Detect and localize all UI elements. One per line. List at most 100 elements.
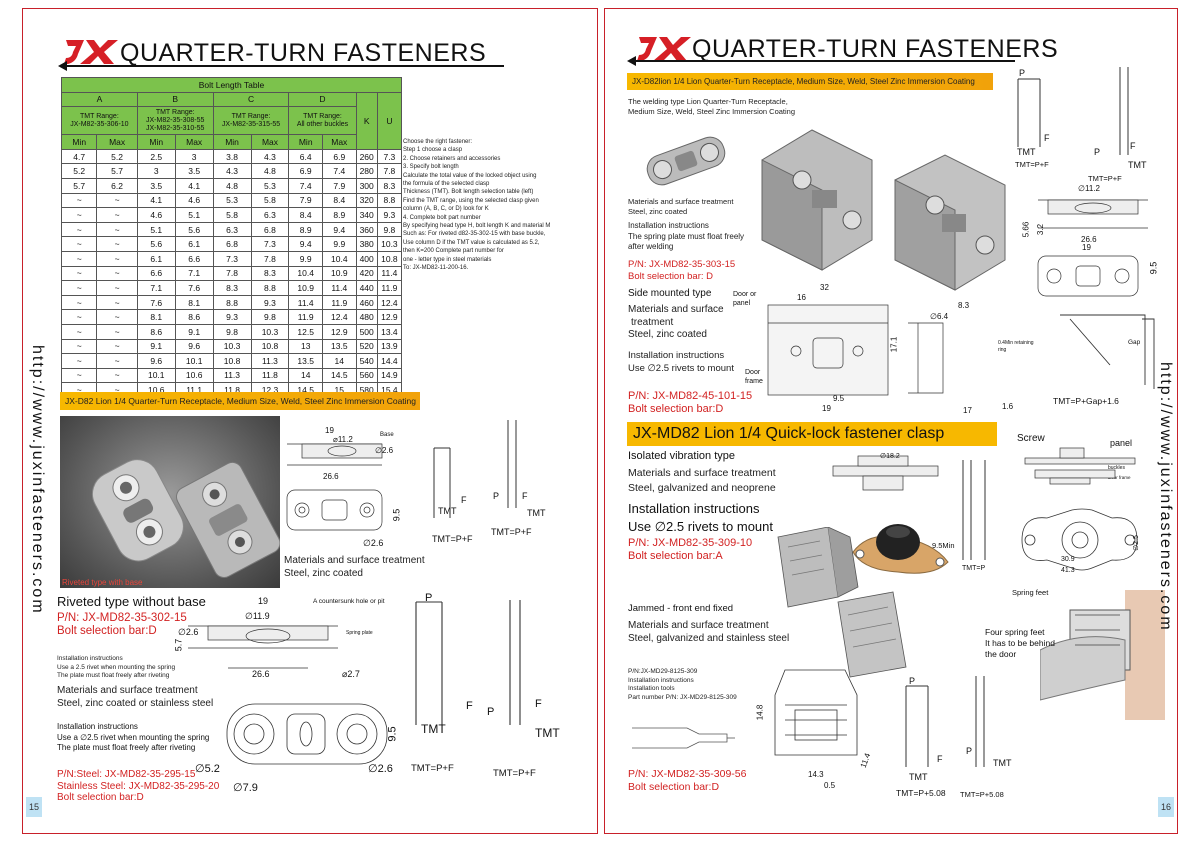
install-r4-tools: Installation tools [628,685,675,692]
tmt-p-formula: TMT=P [962,565,986,572]
table-cell: 360 [355,221,378,238]
drawing-side-profile [1060,314,1155,389]
f-label-3: F [466,700,473,712]
install-r3: Installation instructions Use ∅2.5 rivet… [628,500,773,536]
dim-r-5-66: 5.66 [1021,221,1031,238]
weld-desc-2: Medium Size, Weld, Steel Zinc Immersion … [628,107,796,116]
instruction-line: the formula of the selected clasp [403,181,490,188]
tmt-label-1: TMT [438,506,457,516]
minmax-header: Max [174,134,214,150]
dim-r-6-4: ∅6.4 [930,312,949,321]
website-url[interactable]: http://www.juxinfasteners.com [29,345,46,615]
pn-2-bar: Bolt selection bar:D [57,792,144,803]
table-cell: 5.6 [174,221,214,238]
tmt-formula-r3: TMT=P+5.08 [896,788,946,798]
spring-plate-label: Spring plate [346,630,373,636]
table-cell: 4.8 [212,177,252,194]
dim-5-2: ∅5.2 [195,763,220,775]
pn-r1-bar: Bolt selection bar: D [628,271,714,282]
tmt-label-r1: TMT [1017,147,1036,157]
range-a: TMT Range: JX-M82-35-306-10 [61,106,138,136]
buckles-label: buckles [1108,465,1125,471]
install-r1-line2: after welding [628,242,674,251]
table-cell: 3 [174,148,214,165]
tmt-formula-1: TMT=P+F [432,534,473,544]
tmt-profile-drawings [433,420,517,518]
table-cell: ~ [96,236,138,252]
four-feet-note: Four spring feet It has to be behind the… [985,627,1055,660]
materials-r2: Materials and surface treatment Steel, z… [628,304,724,342]
gap-label: Gap [1128,339,1141,346]
jx-logo-right-icon [637,37,691,61]
table-cell: 13.9 [376,338,403,355]
instruction-line: 4. Complete bolt part number [403,214,481,221]
table-cell: 7.9 [321,177,357,194]
table-cell: 5.1 [136,221,176,238]
table-cell: 6.9 [288,163,323,179]
table-cell: ~ [60,250,98,267]
table-cell: 10.4 [288,265,323,282]
table-cell: 11.4 [288,294,323,311]
install-r3-title: Installation instructions [628,501,760,516]
table-cell: ~ [96,192,138,209]
table-cell: 7.1 [174,265,214,282]
website-url-right[interactable]: http://www.juxinfasteners.com [1157,362,1174,632]
drawing-riveted-side [188,625,338,669]
weld-desc: The welding type Lion Quarter-Turn Recep… [628,97,795,117]
pn-1-bar: Bolt selection bar:D [57,625,157,637]
table-cell: ~ [96,353,138,369]
table-cell: 400 [355,250,378,267]
table-cell: 14.9 [376,367,403,384]
table-cell: ~ [60,367,98,384]
door-panel-label: Door or panel [733,291,757,307]
tmt-label-4: TMT [535,726,560,740]
table-cell: ~ [96,280,138,296]
table-cell: 5.2 [96,148,138,165]
table-cell: 11.3 [212,367,252,384]
table-cell: 4.3 [250,148,290,165]
materials-r2-value: Steel, zinc coated [628,329,707,340]
table-cell: 9.6 [174,338,214,355]
table-cell: 4.1 [136,192,176,209]
tmt-formula-2: TMT=P+F [491,527,532,537]
pn-r3: P/N: JX-MD82-35-309-10 Bolt selection ba… [628,537,752,563]
jx-logo [62,36,120,76]
table-cell: 12.5 [288,323,323,340]
group-a: A [61,91,138,108]
tmt-profile-drawings-2 [415,600,521,725]
tmt-formula-r2: TMT=P+F [1088,174,1122,183]
table-cell: 13 [288,338,323,355]
table-cell: 4.1 [174,177,214,194]
table-cell: 5.3 [212,192,252,209]
product-bar-quicklock: JX-MD82 Lion 1/4 Quick-lock fastener cla… [627,422,997,446]
table-cell: 9.3 [212,309,252,325]
retaining-label: 0.4Min retaining ring [998,340,1034,353]
page-16 [604,8,1178,834]
table-cell: 8.9 [288,221,323,238]
table-cell: 10.8 [376,250,403,267]
drawing-iso-section [832,455,939,491]
dim-9-5min: 9.5Min [932,541,955,550]
materials-1: Materials and surface treatment Steel, z… [284,554,425,580]
range-b: TMT Range: JX-M82-35-308-55 JX-M82-35-31… [136,106,214,136]
dim-19: 19 [325,426,334,435]
table-cell: 520 [355,338,378,355]
table-cell: 6.6 [174,250,214,267]
table-cell: ~ [60,265,98,282]
table-cell: ~ [60,309,98,325]
table-cell: 5.7 [96,163,138,179]
pn-2-stainless: Stainless Steel: JX-MD82-35-295-20 [57,780,220,792]
table-cell: 8.1 [136,309,176,325]
f-label-r2: F [1130,141,1136,151]
materials-1-value: Steel, zinc coated [284,568,363,579]
dim-14-8: 14.8 [755,704,765,721]
install-r1-line1: The spring plate must float freely [628,231,745,241]
dim-r-9-5: 9.5 [1148,261,1159,275]
f-label-4: F [535,698,542,710]
table-cell: 6.8 [212,236,252,252]
table-cell: 9.1 [136,338,176,355]
